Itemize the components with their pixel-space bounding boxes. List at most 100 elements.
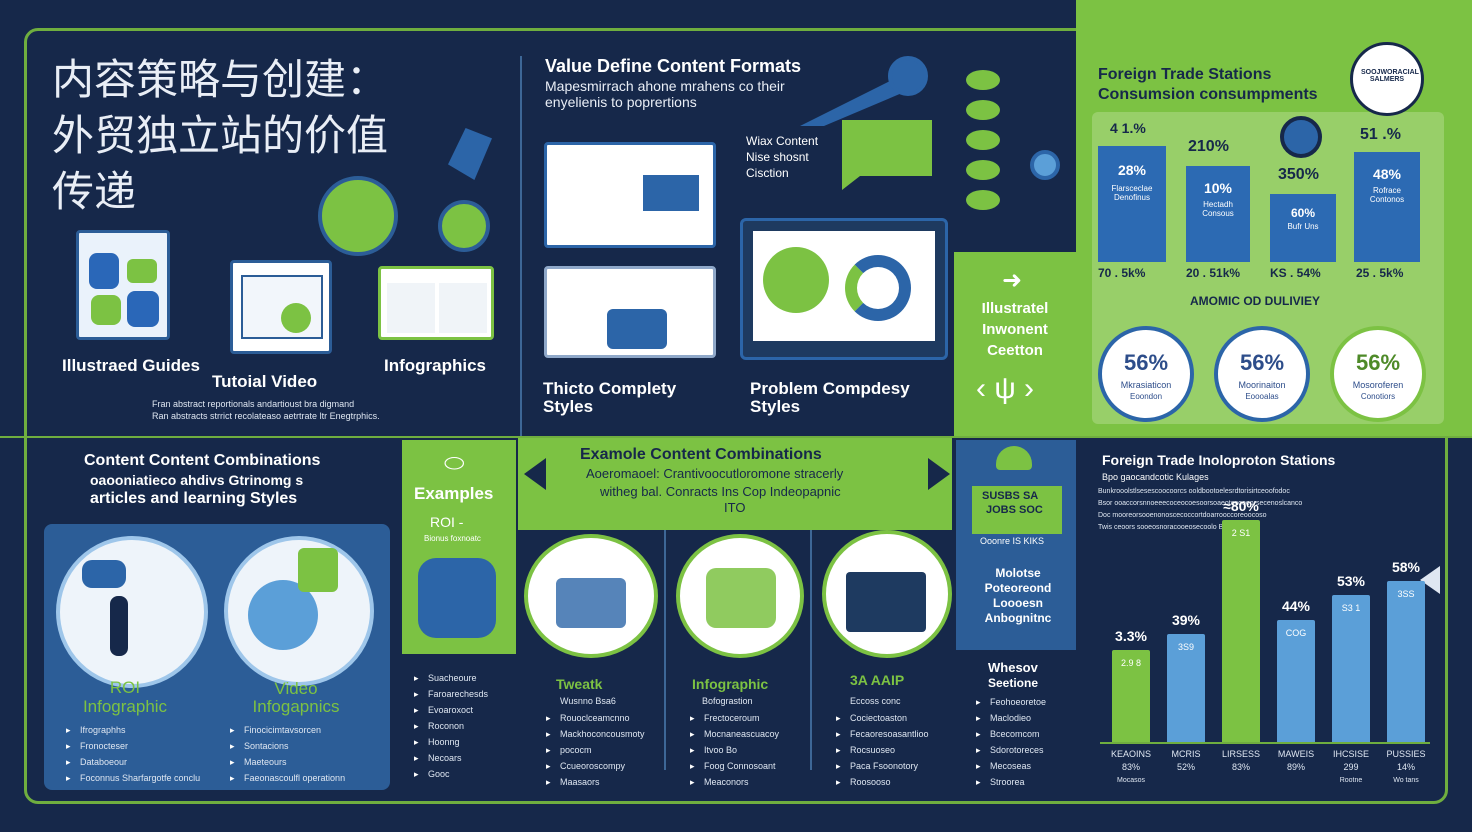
- examples-list-item: Necoars: [414, 750, 514, 766]
- value-panel-2[interactable]: [544, 266, 716, 358]
- leaf-icon: [966, 100, 1000, 120]
- example-col-item: Roosooso: [836, 774, 950, 790]
- molotse-list-item: Bcecomcom: [976, 726, 1076, 742]
- chart-category-value: 83%: [1231, 762, 1250, 772]
- roi-circle: [56, 536, 208, 688]
- molotse-list-item: Feohoeoretoe: [976, 694, 1076, 710]
- example-col-sub: Wusnno Bsa6: [560, 696, 616, 706]
- arrow-right-icon: ➜: [1002, 267, 1023, 294]
- infographics-label: Infographics: [384, 356, 487, 375]
- roi-list-item: Databoeour: [66, 754, 206, 770]
- molotse-when: Whesov: [988, 660, 1038, 675]
- chart-category-name: PUSSIES: [1386, 749, 1426, 759]
- molotse-list-item: Sdorotoreces: [976, 742, 1076, 758]
- video-list-item: Faeonascoulfl operationn: [230, 770, 370, 786]
- example-col-list: Frectoceroum Mocnaneascuacoy Itvoo Bo Fo…: [690, 710, 804, 790]
- title-line-2: 外贸独立站的价值: [52, 112, 389, 159]
- carousel-right-button[interactable]: [928, 458, 950, 490]
- divider-horizontal: [0, 436, 1472, 438]
- example-combos-title: Examole Content Combinations: [580, 446, 822, 463]
- example-circle-3-art: [846, 572, 926, 632]
- examples-sub: ROI -: [430, 514, 464, 530]
- foreign-bar-top-label: 350%: [1278, 166, 1319, 183]
- examples-list-item: Gooc: [414, 766, 514, 782]
- examples-list-item: Suacheoure: [414, 670, 514, 686]
- guides-card[interactable]: [76, 230, 170, 340]
- examples-list-item: Hoonng: [414, 734, 514, 750]
- foreign-bar-top-label: 210%: [1188, 138, 1229, 155]
- stat-circle-pct: 56%: [1239, 350, 1285, 375]
- example-col-item: Mocnaneascuacoy: [690, 726, 804, 742]
- chart-category-name: MCRIS: [1171, 749, 1201, 759]
- combos-line-2: oaooniatieco ahdivs Gtrinomg s: [90, 472, 304, 488]
- example-col-sub: Bofograstion: [702, 696, 753, 706]
- people-icon: [607, 309, 667, 349]
- leaf-icon: [966, 190, 1000, 210]
- divider-col-2: [810, 530, 812, 770]
- example-col-item: Paca Fsoonotory: [836, 758, 950, 774]
- carousel-left-button[interactable]: [524, 458, 546, 490]
- value-panel-1[interactable]: [544, 142, 716, 248]
- infographics-card[interactable]: [378, 266, 494, 340]
- foreign-bar-bottom: 20 . 51k%: [1186, 266, 1241, 280]
- foreign-bar-inner: 10%: [1203, 180, 1233, 196]
- chart-bar-pct-label: 44%: [1281, 598, 1311, 614]
- examples-label: Examples: [414, 484, 494, 503]
- stat-circle: 56% Moorinaiton Eoooalas: [1214, 326, 1310, 422]
- chart-bar: 3S9: [1167, 634, 1205, 742]
- badge-text: SOOJWORACIAL SALMERS: [1361, 69, 1419, 83]
- chart-bar-inner-label: 3SS: [1397, 589, 1415, 599]
- chart-baseline: [1100, 742, 1430, 744]
- examples-list-item: Roconon: [414, 718, 514, 734]
- examples-panel: ⬭ Examples ROI - Bionus foxnoatc: [402, 440, 516, 654]
- foreign-bar-bottom: 70 . 5k%: [1098, 266, 1146, 280]
- example-col-item: Foog Connosoant: [690, 758, 804, 774]
- molotse-tag-1: SUSBS SA: [982, 490, 1039, 502]
- examples-list-item: Faroarechesds: [414, 686, 514, 702]
- video-infographic-label: Video Infogapnics: [252, 679, 340, 716]
- value-subtitle-2: enyelienis to poprertions: [545, 94, 697, 110]
- molotse-tag-box: [972, 486, 1062, 534]
- foreign-bar: [1186, 166, 1250, 262]
- foreign-bar-bottom: 25 . 5k%: [1356, 266, 1404, 280]
- stat-circle-label: Mkrasiaticon: [1120, 380, 1172, 390]
- foreign-subtitle: Consumsion consumpments: [1098, 86, 1318, 103]
- chart-bar: 2 S1: [1222, 520, 1260, 742]
- foreign-bar-desc: Rofrace Contonos: [1369, 186, 1405, 204]
- guide-figure-icon: [127, 259, 157, 283]
- video-label: Tutoial Video: [212, 372, 318, 391]
- scroll-arrow-icon[interactable]: [1420, 566, 1440, 594]
- chart-bar-inner-label: S3 1: [1341, 603, 1361, 613]
- left-styles-label: Thicto Complety Styles: [543, 379, 677, 416]
- example-col-item: Ccueoroscompy: [546, 758, 656, 774]
- chart-bar: S3 1: [1332, 595, 1370, 742]
- chart-bar-inner-label: 3S9: [1177, 642, 1194, 652]
- chart-bar: 2.9 8: [1112, 650, 1150, 742]
- chart-bar-pct-label: 58%: [1391, 559, 1421, 575]
- video-card[interactable]: [230, 260, 332, 354]
- chart-category-name: KEAOINS: [1110, 749, 1151, 759]
- guides-label: Illustraed Guides: [62, 356, 200, 375]
- divider-col-1: [664, 530, 666, 770]
- tablet-screen: [753, 231, 935, 341]
- chart-bar-inner-label: 2.9 8: [1120, 658, 1142, 668]
- right-styles-label: Problem Compdesy Styles: [750, 379, 910, 416]
- stat-circle: 56% Mosoroferen Conotiors: [1330, 326, 1426, 422]
- combos-title: Content Content Combinations: [84, 452, 321, 469]
- foreign-title: Foreign Trade Stations: [1098, 66, 1272, 83]
- presenter-icon: [110, 596, 128, 656]
- chart-bar-inner-label: 2 S1: [1231, 528, 1251, 538]
- video-screen: [241, 275, 323, 339]
- document-circle-icon: [318, 176, 398, 256]
- chart-bar-pct-label: 3.3%: [1115, 628, 1147, 644]
- document-icon: [298, 548, 338, 592]
- examples-figure: [418, 558, 496, 638]
- illustrated-pane: ➜ Illustratel Inwonent Ceetton ‹ ψ ›: [954, 252, 1076, 436]
- video-list-item: Finocicimtavsorcen: [230, 722, 370, 738]
- example-col-name: 3A AAIP: [850, 672, 905, 688]
- foreign2-note-4: Twis ceoors sooeosnoracooeosecoolo Bdcoo…: [1098, 524, 1245, 531]
